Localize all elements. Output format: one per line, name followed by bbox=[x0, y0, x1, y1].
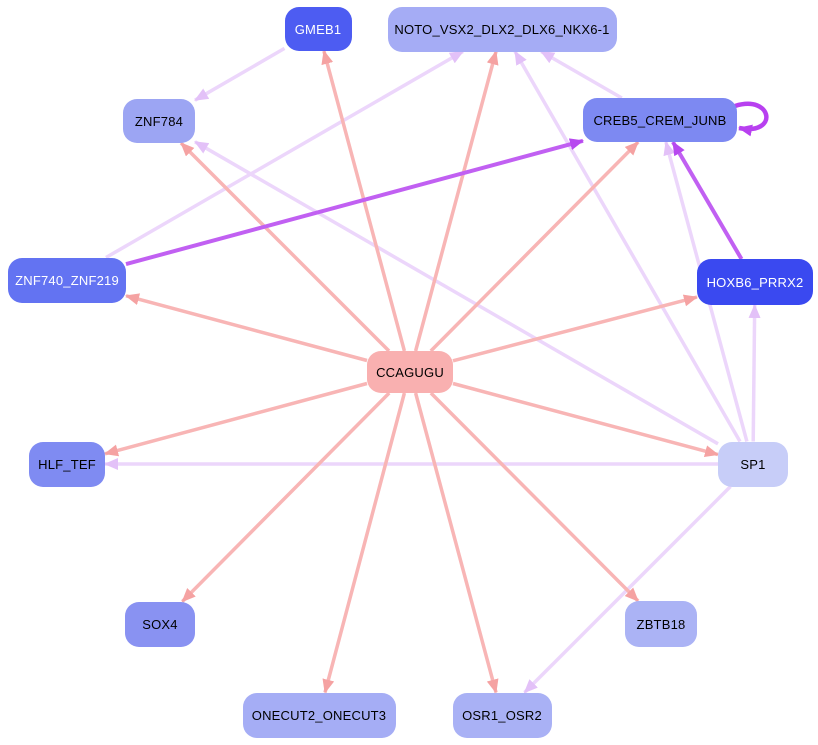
edge-ccagugu-to-hlf-tef bbox=[104, 381, 368, 457]
edge-hoxb6-prrx2-to-creb5-crem-junb bbox=[671, 140, 744, 261]
edge-sp1-to-znf784 bbox=[194, 140, 719, 446]
node-label: HLF_TEF bbox=[38, 456, 96, 472]
edge-sp1-to-hoxb6-prrx2 bbox=[748, 304, 761, 442]
edge-znf740-znf219-to-noto-vsx2-dlx2-dlx6-nkx6-1 bbox=[105, 49, 464, 260]
node-znf784[interactable]: ZNF784 bbox=[123, 99, 195, 143]
edge-creb5-crem-junb-to-creb5-crem-junb bbox=[734, 101, 769, 137]
node-gmeb1[interactable]: GMEB1 bbox=[284, 7, 352, 51]
edge-ccagugu-to-osr1-osr2 bbox=[413, 392, 499, 694]
node-ccagugu[interactable]: CCAGUGU bbox=[367, 351, 453, 393]
node-creb5-crem-junb[interactable]: CREB5_CREM_JUNB bbox=[583, 98, 737, 142]
node-osr1-osr2[interactable]: OSR1_OSR2 bbox=[452, 692, 552, 738]
edge-ccagugu-to-sp1 bbox=[452, 381, 719, 458]
node-label: OSR1_OSR2 bbox=[462, 707, 542, 723]
edge-ccagugu-to-hoxb6-prrx2 bbox=[452, 294, 698, 363]
node-label: ZBTB18 bbox=[636, 616, 686, 632]
edge-gmeb1-to-znf784 bbox=[194, 46, 286, 102]
edge-ccagugu-to-creb5-crem-junb bbox=[429, 140, 640, 353]
node-label: SOX4 bbox=[142, 616, 178, 632]
node-label: CREB5_CREM_JUNB bbox=[593, 112, 727, 128]
node-label: HOXB6_PRRX2 bbox=[706, 274, 804, 290]
node-label: GMEB1 bbox=[294, 21, 342, 37]
node-label: SP1 bbox=[740, 456, 766, 472]
edge-ccagugu-to-znf740-znf219 bbox=[125, 293, 368, 363]
node-noto-vsx2-dlx2-dlx6-nkx6-1[interactable]: NOTO_VSX2_DLX2_DLX6_NKX6-1 bbox=[387, 6, 617, 52]
edge-ccagugu-to-zbtb18 bbox=[429, 391, 640, 603]
edge-ccagugu-to-noto-vsx2-dlx2-dlx6-nkx6-1 bbox=[413, 50, 499, 352]
node-label: CCAGUGU bbox=[376, 364, 444, 380]
node-zbtb18[interactable]: ZBTB18 bbox=[625, 601, 697, 647]
node-onecut2-onecut3[interactable]: ONECUT2_ONECUT3 bbox=[242, 692, 396, 738]
edge-ccagugu-to-znf784 bbox=[179, 141, 391, 353]
node-label: NOTO_VSX2_DLX2_DLX6_NKX6-1 bbox=[394, 21, 610, 37]
edge-sp1-to-noto-vsx2-dlx2-dlx6-nkx6-1 bbox=[513, 50, 742, 443]
node-sox4[interactable]: SOX4 bbox=[125, 601, 195, 647]
edge-ccagugu-to-sox4 bbox=[181, 391, 391, 603]
node-znf740-znf219[interactable]: ZNF740_ZNF219 bbox=[8, 257, 126, 303]
edge-creb5-crem-junb-to-noto-vsx2-dlx2-dlx6-nkx6-1 bbox=[540, 49, 623, 100]
edge-ccagugu-to-onecut2-onecut3 bbox=[322, 392, 407, 694]
node-label: ONECUT2_ONECUT3 bbox=[251, 707, 387, 723]
node-hoxb6-prrx2[interactable]: HOXB6_PRRX2 bbox=[697, 259, 813, 305]
node-label: ZNF740_ZNF219 bbox=[15, 272, 119, 288]
edge-znf740-znf219-to-creb5-crem-junb bbox=[125, 138, 584, 267]
node-hlf-tef[interactable]: HLF_TEF bbox=[29, 441, 105, 487]
node-sp1[interactable]: SP1 bbox=[718, 441, 788, 487]
node-label: ZNF784 bbox=[134, 113, 184, 129]
